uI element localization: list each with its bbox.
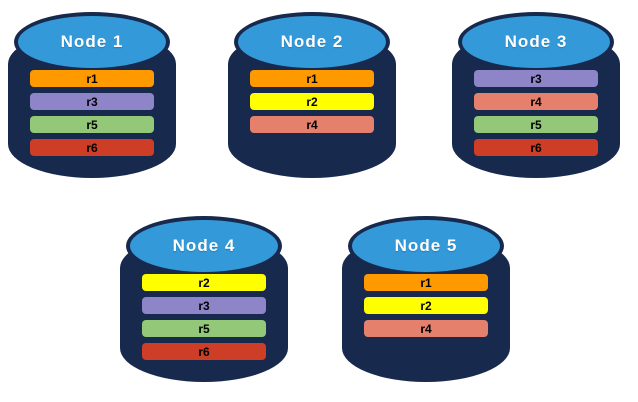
database-node[interactable]: Node 3 r3 r4 r5 r6 — [452, 8, 620, 186]
replica-bar[interactable]: r4 — [364, 320, 488, 337]
replica-bar[interactable]: r5 — [142, 320, 266, 337]
replica-bar[interactable]: r1 — [364, 274, 488, 291]
replica-bar[interactable]: r3 — [142, 297, 266, 314]
cylinder-top-ellipse: Node 3 — [458, 12, 614, 72]
replica-bar-list: r1 r2 r4 — [342, 274, 510, 337]
replica-bar-list: r2 r3 r5 r6 — [120, 274, 288, 360]
replica-bar[interactable]: r3 — [30, 93, 154, 110]
replica-bar[interactable]: r3 — [474, 70, 598, 87]
replica-bar[interactable]: r5 — [474, 116, 598, 133]
replica-bar-list: r1 r3 r5 r6 — [8, 70, 176, 156]
replica-bar[interactable]: r6 — [474, 139, 598, 156]
database-node[interactable]: Node 4 r2 r3 r5 r6 — [120, 212, 288, 390]
node-label: Node 1 — [60, 32, 124, 51]
database-node[interactable]: Node 1 r1 r3 r5 r6 — [8, 8, 176, 186]
replica-bar[interactable]: r4 — [474, 93, 598, 110]
replica-bar[interactable]: r1 — [250, 70, 374, 87]
replica-bar[interactable]: r6 — [142, 343, 266, 360]
replica-bar[interactable]: r4 — [250, 116, 374, 133]
node-label: Node 2 — [280, 32, 344, 51]
node-label: Node 3 — [504, 32, 568, 51]
replica-bar[interactable]: r2 — [142, 274, 266, 291]
replica-bar-list: r3 r4 r5 r6 — [452, 70, 620, 156]
replica-bar[interactable]: r1 — [30, 70, 154, 87]
node-label: Node 5 — [394, 236, 458, 255]
cylinder-top-ellipse: Node 2 — [234, 12, 390, 72]
replica-bar-list: r1 r2 r4 — [228, 70, 396, 133]
database-node[interactable]: Node 2 r1 r2 r4 — [228, 8, 396, 186]
cylinder-top-ellipse: Node 1 — [14, 12, 170, 72]
cylinder-top-ellipse: Node 4 — [126, 216, 282, 276]
replica-bar[interactable]: r6 — [30, 139, 154, 156]
node-label: Node 4 — [172, 236, 236, 255]
cylinder-top-ellipse: Node 5 — [348, 216, 504, 276]
database-node[interactable]: Node 5 r1 r2 r4 — [342, 212, 510, 390]
replica-bar[interactable]: r2 — [364, 297, 488, 314]
replica-bar[interactable]: r5 — [30, 116, 154, 133]
replica-bar[interactable]: r2 — [250, 93, 374, 110]
